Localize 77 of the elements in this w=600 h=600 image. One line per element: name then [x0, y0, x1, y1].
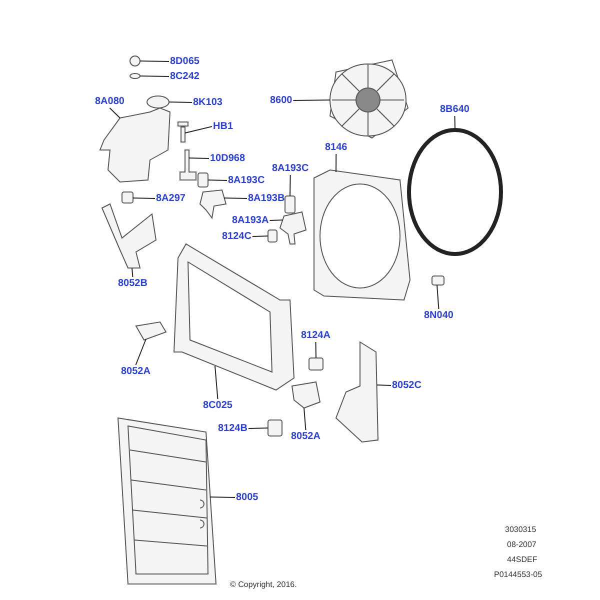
callout-number: 8052A — [121, 366, 150, 377]
callout-number: 8C242 — [170, 71, 200, 82]
callout-number: 8124C — [222, 231, 252, 242]
seal-ring-drawing — [407, 128, 503, 256]
clip-drawing — [308, 358, 324, 370]
callout-number: 8146 — [325, 142, 348, 153]
copyright-note: © Copyright, 2016. — [230, 580, 297, 590]
leader-line — [248, 428, 268, 429]
reference-code: 44SDEF — [507, 555, 538, 565]
clip-drawing — [268, 230, 278, 242]
leader-line — [132, 268, 134, 278]
reference-code: P0144553-05 — [494, 570, 542, 580]
callout-number: 8052C — [392, 380, 422, 391]
bracket-drawing — [199, 189, 227, 220]
leader-line — [436, 284, 440, 310]
condenser-drawing — [117, 417, 217, 584]
leader-line — [188, 158, 210, 159]
callout-number: 8A193A — [232, 215, 269, 226]
callout-number: 8052A — [291, 431, 320, 442]
mount-drawing — [291, 381, 321, 409]
leader-line — [304, 408, 306, 430]
bracket-drawing — [101, 203, 157, 268]
leader-line — [376, 384, 392, 386]
grommet-drawing — [122, 192, 134, 204]
callout-number: 8A193B — [248, 193, 285, 204]
callout-number: 8D065 — [170, 56, 200, 67]
callout-number: 8124B — [218, 423, 248, 434]
leader-line — [214, 366, 218, 400]
callout-number: 8K103 — [193, 97, 222, 108]
grommet-drawing — [284, 196, 296, 214]
leader-line — [140, 60, 170, 62]
callout-number: 8052B — [118, 278, 148, 289]
leader-line — [184, 126, 212, 134]
callout-number: HB1 — [213, 121, 234, 132]
reference-code: 3030315 — [505, 525, 536, 535]
reservoir-drawing — [99, 107, 171, 183]
callout-number: 8124A — [301, 330, 330, 341]
callout-number: 8600 — [270, 95, 292, 106]
fan-drawing — [329, 59, 409, 139]
bolt-drawing — [130, 56, 140, 66]
air-deflector-drawing — [335, 341, 379, 443]
leader-line — [292, 100, 330, 101]
clip-drawing — [432, 276, 444, 286]
cap-drawing — [146, 96, 170, 108]
bracket-drawing — [279, 211, 307, 244]
washer-drawing — [130, 73, 140, 79]
callout-number: 8005 — [236, 492, 258, 503]
leader-line — [336, 154, 337, 172]
sensor-drawing — [180, 150, 196, 180]
leader-line — [252, 236, 268, 237]
leader-line — [132, 198, 156, 199]
fan-shroud-drawing — [314, 169, 410, 301]
leader-line — [224, 198, 248, 199]
callout-number: 10D968 — [210, 153, 246, 164]
leader-line — [140, 76, 170, 77]
leader-line — [269, 220, 284, 221]
leader-line — [454, 116, 456, 128]
callout-number: 8N040 — [424, 310, 454, 321]
callout-number: 8B640 — [440, 104, 470, 115]
leader-line — [290, 174, 291, 196]
clip-drawing — [268, 420, 282, 436]
leader-line — [168, 102, 192, 103]
leader-line — [208, 180, 228, 181]
grommet-drawing — [198, 172, 208, 188]
bolt-drawing — [178, 122, 188, 142]
leader-line — [210, 496, 236, 498]
callout-number: 8A193C — [228, 175, 265, 186]
callout-number: 8C025 — [203, 400, 232, 411]
reference-code: 08-2007 — [507, 540, 536, 550]
callout-number: 8A297 — [156, 193, 186, 204]
leader-line — [135, 338, 146, 366]
callout-number: 8A193C — [272, 163, 309, 174]
callout-number: 8A080 — [95, 96, 124, 107]
radiator-frame-drawing — [173, 243, 295, 391]
leader-line — [315, 342, 316, 358]
mount-drawing — [135, 321, 167, 341]
leader-line — [109, 108, 120, 118]
